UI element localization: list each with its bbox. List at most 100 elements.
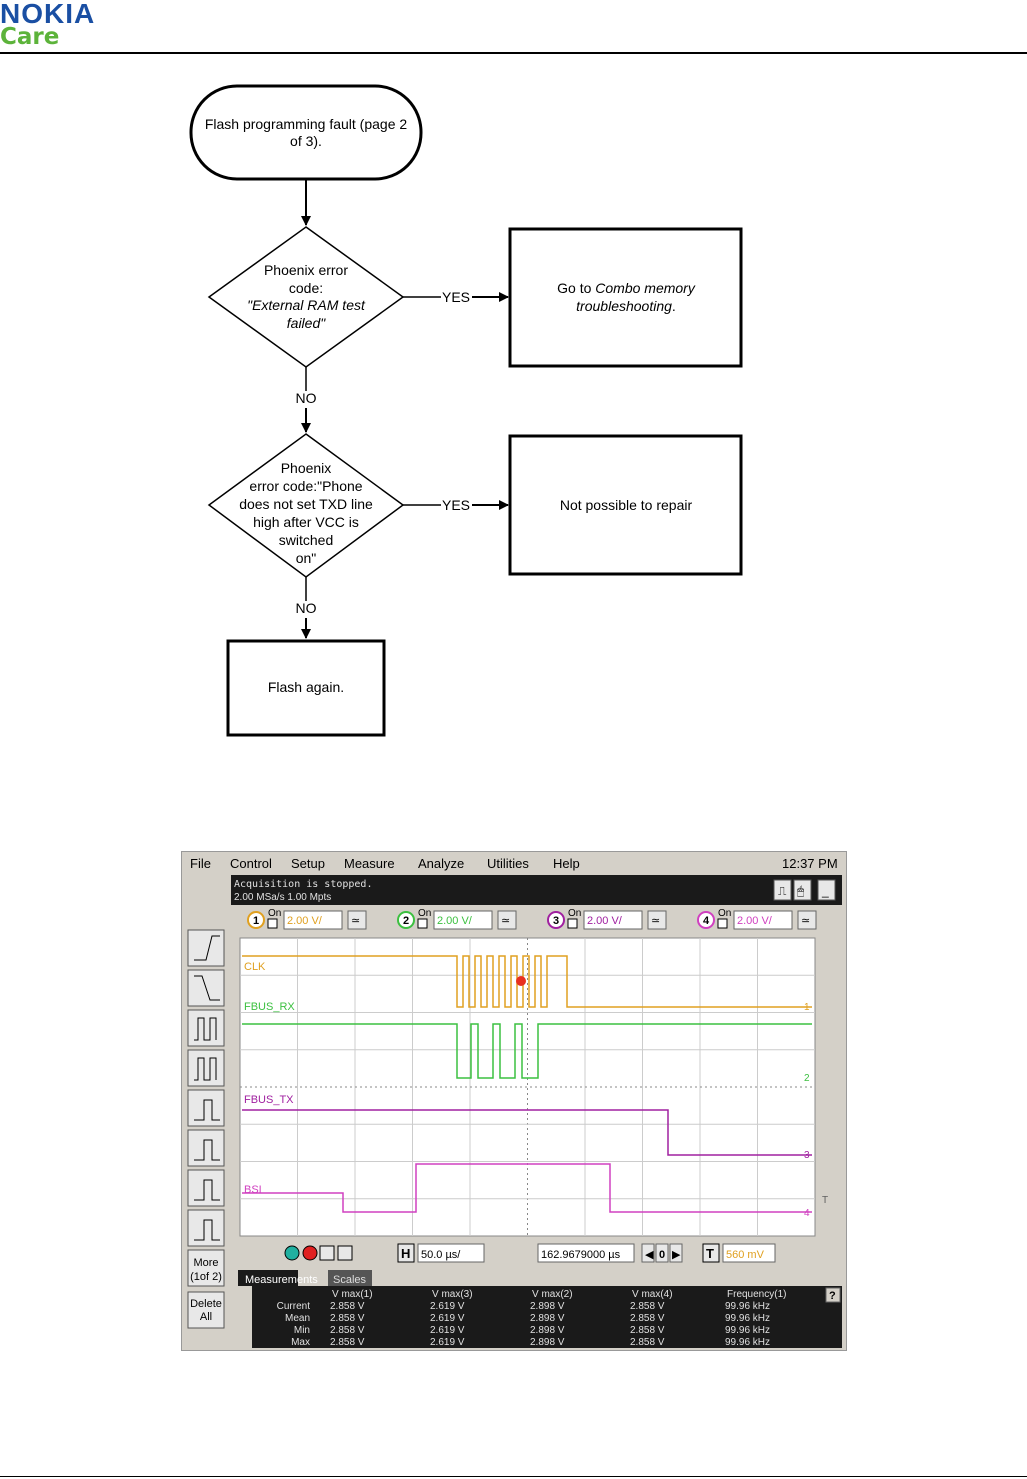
- channel-3-scale-field[interactable]: [583, 910, 643, 930]
- trigger-level-field[interactable]: [722, 1243, 776, 1263]
- start-text-line1: Flash programming fault (page 2: [205, 116, 408, 132]
- channel-1-on-checkbox[interactable]: [267, 918, 278, 929]
- menu-control[interactable]: Control: [230, 856, 272, 871]
- status-line1: Acquisition is stopped.: [234, 879, 372, 890]
- menu-setup[interactable]: Setup: [291, 856, 325, 871]
- menu-file[interactable]: File: [190, 856, 211, 871]
- delete-all-button[interactable]: [187, 1291, 225, 1329]
- channel-4-on-checkbox[interactable]: [717, 918, 728, 929]
- status-line2: 2.00 MSa/s 1.00 Mpts: [234, 892, 331, 903]
- minimize-button[interactable]: [817, 879, 836, 901]
- more-button[interactable]: [187, 1249, 225, 1287]
- meas-value: 2.898 V: [530, 1301, 565, 1312]
- tab-scales-label: Scales: [333, 1274, 367, 1286]
- waveform-fbus_rx: [242, 1023, 812, 1079]
- channel-3-badge: [547, 911, 565, 929]
- waveform-clk: [242, 955, 812, 1008]
- meas-header: V max(2): [532, 1289, 573, 1300]
- vmin-icon: [194, 1179, 220, 1201]
- meas-value: 99.96 kHz: [725, 1325, 770, 1336]
- horizontal-scale-field[interactable]: [417, 1243, 485, 1263]
- delay-left-button[interactable]: [641, 1243, 655, 1263]
- pulse-icon: ⎍: [778, 884, 787, 898]
- meas-header: Frequency(1): [727, 1289, 786, 1300]
- run-mode-button[interactable]: [773, 879, 792, 901]
- waveform-fbus_tx: [242, 1109, 812, 1156]
- meas-value: 2.858 V: [330, 1301, 365, 1312]
- channel-3-on-checkbox[interactable]: [567, 918, 578, 929]
- vavg-button[interactable]: [187, 1209, 225, 1247]
- meas-row-name: Max: [291, 1337, 310, 1348]
- delay-right-button[interactable]: [669, 1243, 683, 1263]
- run-icon[interactable]: [284, 1245, 300, 1261]
- decision1-line4: failed": [287, 315, 326, 331]
- channel-2-on-checkbox[interactable]: [417, 918, 428, 929]
- decision1-yes-label: YES: [442, 289, 470, 305]
- channel-4-on-label: On: [718, 908, 731, 919]
- tab-scales[interactable]: [328, 1270, 372, 1286]
- print-icon[interactable]: [337, 1245, 353, 1261]
- trigger-level-value: 560 mV: [726, 1249, 765, 1261]
- trigger-label-box: [702, 1243, 720, 1263]
- coupling-icon: ≃: [801, 915, 810, 927]
- decision2-line5: switched: [279, 532, 333, 548]
- trace-label-fbus_rx: FBUS_RX: [244, 1001, 295, 1013]
- decision2-line3: does not set TXD line: [239, 496, 373, 512]
- fall-time-icon: [194, 975, 220, 1001]
- vmax-icon: [194, 1139, 220, 1161]
- meas-value: 2.619 V: [430, 1337, 465, 1348]
- help-button[interactable]: [825, 1287, 841, 1303]
- channel-1-scale-field[interactable]: [283, 910, 343, 930]
- stop-icon[interactable]: [302, 1245, 318, 1261]
- channel-3-coupling-button[interactable]: [647, 910, 667, 930]
- vpp-button[interactable]: [187, 1089, 225, 1127]
- channel-4-coupling-button[interactable]: [797, 910, 817, 930]
- delete-label: Delete: [190, 1298, 222, 1310]
- trace-label-fbus_tx: FBUS_TX: [244, 1094, 294, 1106]
- period-button[interactable]: [187, 1009, 225, 1047]
- start-text-line2: of 3).: [290, 133, 322, 149]
- channel-4-scale-value: 2.00 V/: [737, 915, 773, 927]
- delay-field[interactable]: [537, 1243, 635, 1263]
- mouse-mode-button[interactable]: [793, 879, 812, 901]
- tab-measurements[interactable]: [238, 1270, 298, 1286]
- single-icon[interactable]: [319, 1245, 335, 1261]
- rise-time-button[interactable]: [187, 929, 225, 967]
- clock: 12:37 PM: [782, 856, 838, 871]
- channel-2-coupling-button[interactable]: [497, 910, 517, 930]
- trace-marker-3: 3: [804, 1150, 810, 1161]
- vavg-icon: [194, 1219, 220, 1241]
- frequency-icon: [194, 1057, 217, 1081]
- channel-4-scale-field[interactable]: [733, 910, 793, 930]
- delay-value: 162.9679000 µs: [541, 1249, 621, 1261]
- meas-value: 2.898 V: [530, 1313, 565, 1324]
- menu-utilities[interactable]: Utilities: [487, 856, 529, 871]
- delay-zero-button[interactable]: [655, 1243, 669, 1263]
- meas-row-name: Current: [277, 1301, 311, 1312]
- menu-help[interactable]: Help: [553, 856, 580, 871]
- meas-header: V max(3): [432, 1289, 473, 1300]
- combo-memory-box-line1: Go to Combo memory: [557, 280, 696, 296]
- trace-label-bsi: BSI: [244, 1184, 262, 1196]
- menu-analyze[interactable]: Analyze: [418, 856, 464, 871]
- meas-header: V max(1): [332, 1289, 373, 1300]
- menu-measure[interactable]: Measure: [344, 856, 395, 871]
- channel-2-scale-field[interactable]: [433, 910, 493, 930]
- meas-value: 2.619 V: [430, 1313, 465, 1324]
- meas-value: 2.858 V: [630, 1325, 665, 1336]
- vpp-icon: [194, 1099, 220, 1121]
- chevron-left-icon: ◀: [645, 1249, 654, 1261]
- meas-value: 99.96 kHz: [725, 1337, 770, 1348]
- channel-1-coupling-button[interactable]: [347, 910, 367, 930]
- vmin-button[interactable]: [187, 1169, 225, 1207]
- measurements-scrollbar[interactable]: [236, 1286, 252, 1348]
- frequency-button[interactable]: [187, 1049, 225, 1087]
- flowchart: Flash programming fault (page 2 of 3). P…: [189, 84, 743, 737]
- channel-1-number: 1: [253, 915, 259, 927]
- horizontal-label: H: [401, 1246, 410, 1261]
- vmax-button[interactable]: [187, 1129, 225, 1167]
